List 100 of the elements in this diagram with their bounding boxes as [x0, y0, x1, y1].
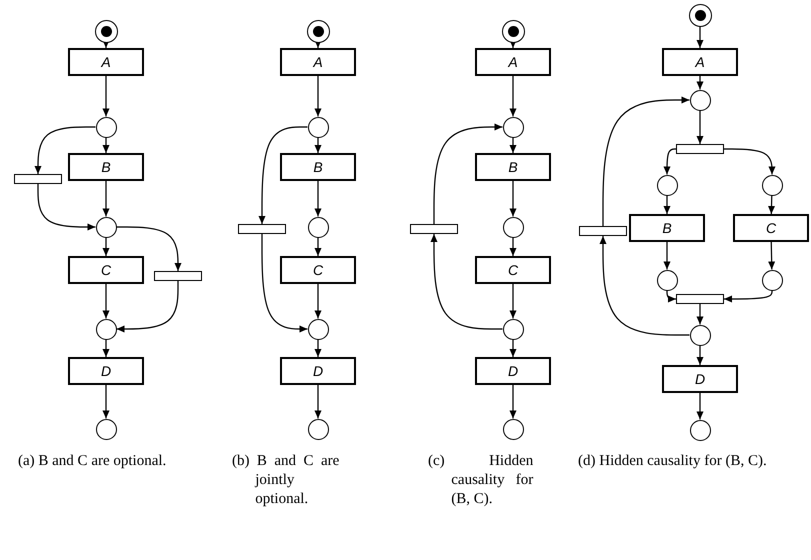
arrow [724, 148, 776, 174]
activity-label: C [508, 262, 518, 278]
arrow [696, 346, 704, 365]
place-circle [502, 116, 524, 138]
place-circle [502, 418, 524, 440]
arrow [102, 76, 110, 116]
arrow [510, 284, 516, 318]
arrow [696, 393, 704, 420]
arrow [102, 138, 110, 153]
arrow [102, 284, 110, 318]
place-circle [762, 270, 782, 290]
arrow [696, 110, 704, 144]
figure-caption: (a) B and C are optional. [18, 452, 168, 471]
place-circle [308, 216, 328, 238]
arrow [510, 340, 516, 357]
transition-bar [676, 144, 724, 154]
arrow [102, 385, 110, 418]
arrow [666, 290, 676, 302]
arrow [510, 385, 516, 418]
arrow [664, 242, 670, 270]
transition-bar [410, 224, 458, 234]
place-circle [656, 270, 678, 290]
arrow [724, 290, 773, 302]
transition-bar [154, 271, 202, 281]
activity-box [733, 214, 809, 242]
place-circle [308, 418, 328, 440]
activity-label: D [312, 363, 324, 379]
arrow [314, 284, 322, 318]
place-circle [96, 418, 116, 440]
activity-label: A [695, 54, 705, 70]
activity-box [68, 48, 144, 76]
activity-box [68, 357, 144, 385]
activity-label: D [694, 371, 706, 387]
arrow [314, 138, 322, 153]
arrow [314, 238, 322, 256]
figure-caption: (d) Hidden causality for (B, C). [578, 452, 768, 471]
transition-bar [238, 224, 286, 234]
activity-label: C [312, 262, 324, 278]
place-circle [690, 420, 710, 440]
activity-box [280, 153, 356, 181]
arrow [602, 96, 690, 226]
activity-box [280, 48, 356, 76]
place-circle [96, 318, 116, 340]
arrow [34, 126, 96, 174]
activity-label: C [766, 220, 776, 236]
activity-label: B [508, 159, 518, 175]
activity-box [68, 256, 144, 284]
activity-box [475, 48, 551, 76]
arrow [600, 236, 690, 336]
arrow [37, 184, 96, 230]
arrow [510, 76, 516, 116]
activity-label: B [101, 159, 111, 175]
activity-box [280, 357, 356, 385]
figure-caption: (b) B and C are jointly optional. [232, 452, 340, 509]
arrow [510, 138, 516, 153]
arrow [102, 181, 110, 216]
arrow [696, 26, 704, 48]
transition-bar [579, 226, 627, 236]
arrow [102, 340, 110, 357]
start-place [502, 20, 524, 42]
place-circle [656, 174, 678, 196]
activity-label: A [313, 54, 323, 70]
place-circle [308, 318, 328, 340]
figure-caption: (c) Hidden causality for (B, C). [428, 452, 534, 509]
arrow [314, 76, 322, 116]
activity-label: D [100, 363, 112, 379]
place-circle [502, 216, 524, 238]
transition-bar [676, 294, 724, 304]
arrow [430, 234, 502, 330]
arrow [261, 234, 308, 332]
arrow [102, 238, 110, 256]
arrow [116, 226, 182, 271]
activity-box [475, 153, 551, 181]
place-circle [690, 324, 710, 346]
activity-box [280, 256, 356, 284]
start-place [688, 4, 712, 26]
activity-box [475, 357, 551, 385]
arrow [314, 385, 322, 418]
arrow [510, 181, 516, 216]
place-circle [762, 174, 782, 196]
arrow [696, 76, 704, 90]
activity-box [662, 48, 738, 76]
arrow [510, 238, 516, 256]
activity-label: C [100, 262, 112, 278]
arrow [258, 126, 308, 224]
arrow [314, 340, 322, 357]
activity-label: A [101, 54, 111, 70]
place-circle [308, 116, 328, 138]
place-circle [96, 216, 116, 238]
arrow [433, 124, 502, 224]
arrow [768, 242, 776, 270]
activity-label: B [313, 159, 323, 175]
place-circle [690, 90, 710, 110]
arrow [116, 281, 179, 332]
start-place [306, 20, 330, 42]
place-circle [96, 116, 116, 138]
arrow [314, 181, 322, 216]
start-place [94, 20, 118, 42]
activity-box [629, 214, 705, 242]
transition-bar [14, 174, 62, 184]
